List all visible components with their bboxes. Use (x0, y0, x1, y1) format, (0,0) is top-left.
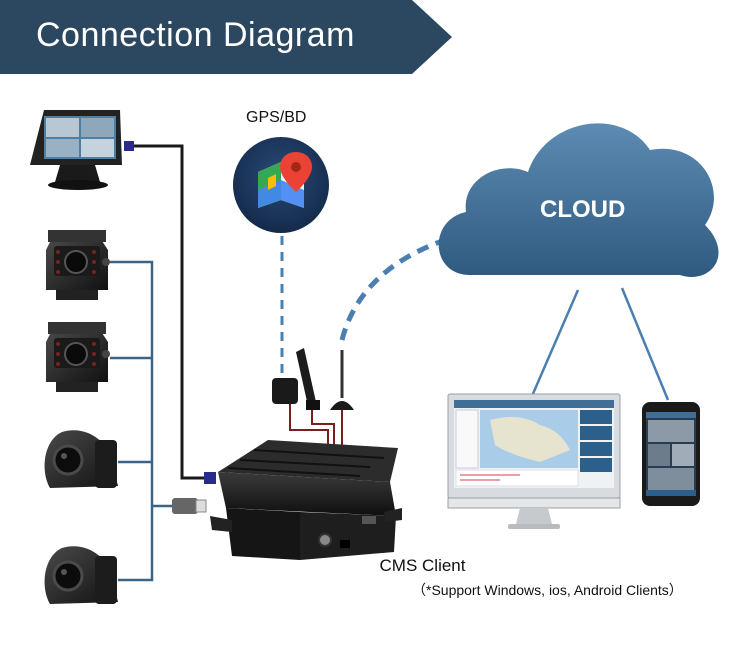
monitor-icon (30, 110, 122, 190)
camera-icon (44, 546, 119, 604)
antenna-cables (289, 400, 343, 448)
cloud-signal-line (339, 237, 446, 341)
monitor-cable (132, 144, 212, 480)
cms-client-subtitle: （*Support Windows, ios, Android Clients） (412, 582, 683, 598)
box-video-connector (204, 472, 216, 484)
cms-client-title: CMS Client (379, 556, 466, 575)
cloud-label: CLOUD (540, 196, 626, 223)
dvr-box (210, 440, 402, 560)
camera-icon (46, 322, 110, 392)
camera-icon (46, 230, 110, 300)
antenna-icon (272, 348, 354, 410)
camera-icon (44, 430, 119, 488)
title-banner (0, 0, 452, 74)
smartphone-icon (642, 402, 700, 506)
gps-label: GPS/BD (246, 109, 307, 126)
monitor-connector (124, 141, 134, 151)
cloud-icon (438, 123, 719, 277)
page-title: Connection Diagram (36, 16, 355, 54)
map-pin-icon (233, 137, 329, 233)
desktop-icon (447, 393, 621, 529)
camera-cables (110, 260, 175, 582)
cloud-to-phone-line (620, 287, 670, 401)
cloud-to-desktop-line (530, 289, 580, 397)
aviation-connector (172, 498, 198, 514)
